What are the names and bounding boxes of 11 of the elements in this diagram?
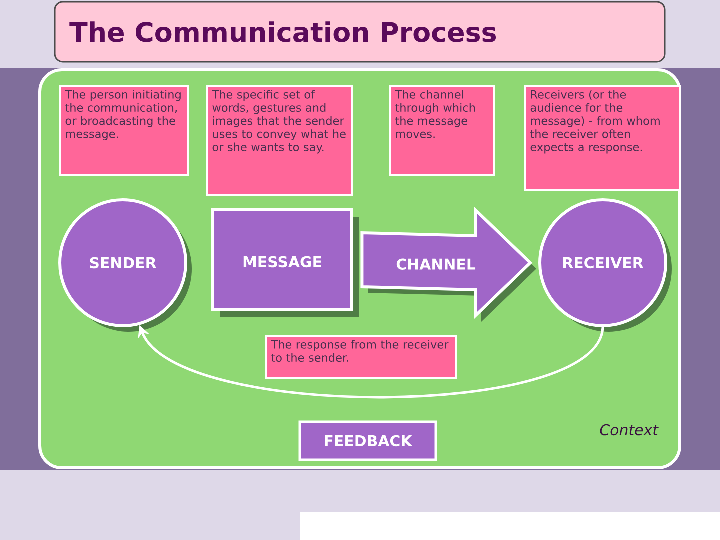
feedback-box: FEEDBACK — [298, 420, 438, 462]
title-box: The Communication Process — [54, 1, 666, 63]
description-box: The channel through which the message moves. — [389, 85, 495, 176]
description-box: The person initiating the communication, or broadcasting the message. — [59, 85, 189, 176]
block-arrow — [360, 206, 536, 322]
edge-label: CHANNEL — [396, 258, 476, 270]
description-box: The response from the receiver to the sender. — [265, 335, 457, 379]
description-box: Receivers (or the audience for the message) - from whom the receiver often expects a response. — [524, 85, 681, 191]
description-box: The specific set of words, gestures and images that the sender uses to convey what he or she wants to say. — [206, 85, 353, 196]
context-label: Context — [600, 424, 659, 436]
process-box: MESSAGE — [212, 208, 359, 317]
